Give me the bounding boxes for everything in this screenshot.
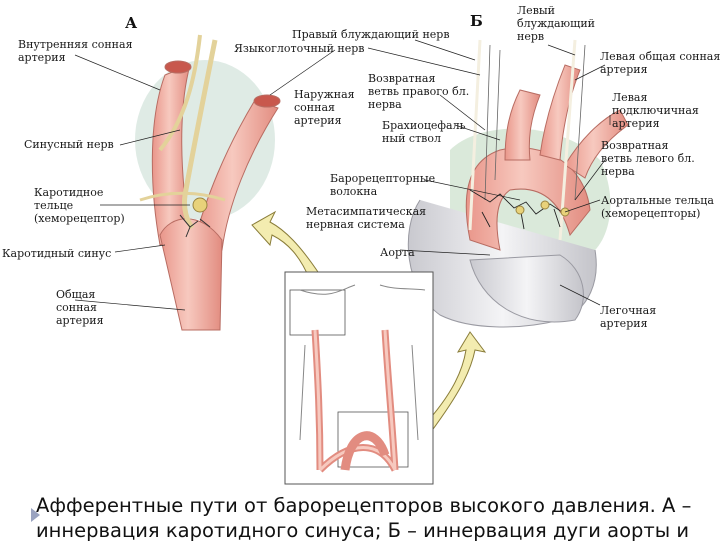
label-glossopharyngeal-nerve: Языкоглоточный нерв: [234, 42, 365, 55]
overview-diagram: [284, 271, 434, 485]
nerve-network-a: [179, 214, 211, 238]
label-right-vagus-nerve: Правый блуждающий нерв: [292, 28, 450, 41]
carotid-bifurcation: [159, 218, 223, 331]
aortic-nerve-plexus: [469, 189, 563, 230]
aortic-body-1: [515, 205, 525, 215]
overview-aorta: [340, 431, 390, 471]
label-external-carotid-artery: Наружная сонная артерия: [294, 88, 355, 127]
label-baroreceptor-fibers: Барорецепторные волокна: [330, 172, 436, 198]
figure-caption: Афферентные пути от барорецепторов высок…: [36, 493, 720, 543]
right-vagus-nerve: [468, 39, 482, 231]
leader-lines: [74, 39, 611, 311]
label-aorta: Аорта: [380, 246, 415, 259]
left-subclavian: [564, 109, 629, 179]
vagus-lines-b: [484, 44, 586, 201]
caption-bullet-icon: [31, 508, 40, 522]
label-recurrent-branch-left-vagus: Возвратная ветвь левого бл. нерва: [601, 139, 695, 178]
aortic-arch: [465, 147, 591, 251]
label-carotid-sinus: Каротидный синус: [2, 247, 112, 260]
label-brachiocephalic-trunk: Брахиоцефаль ный ствол: [382, 119, 466, 145]
caption-line-2: иннервация каротидного синуса; Б – иннер…: [36, 519, 690, 542]
label-left-subclavian-artery: Левая подключичная артерия: [612, 91, 699, 130]
label-aortic-bodies: Аортальные тельца (хеморецепторы): [601, 194, 714, 220]
panel-b-illustration: [407, 39, 629, 328]
pulmonary-artery: [469, 254, 584, 323]
label-internal-carotid-artery: Внутренняя сонная артерия: [18, 38, 133, 64]
panel-a-illustration: [135, 34, 281, 331]
label-common-carotid-artery: Общая сонная артерия: [56, 288, 104, 327]
overview-nerves: [299, 284, 426, 441]
carotid-body: [192, 197, 208, 213]
arrow-to-panel-a: [251, 210, 321, 281]
arrow-to-panel-b: [417, 331, 487, 441]
caption-line-1: Афферентные пути от барорецепторов высок…: [36, 494, 692, 517]
label-sinus-nerve: Синусный нерв: [24, 138, 114, 151]
overview-frame: [284, 271, 434, 485]
panel-a-letter: А: [125, 14, 138, 32]
label-metasympathetic-system: Метасимпатическая нервная система: [306, 205, 427, 231]
panel-b-letter: Б: [470, 12, 483, 30]
brachiocephalic-trunk: [504, 89, 541, 161]
label-left-vagus-nerve: Левый блуждающий нерв: [517, 4, 595, 43]
left-vagus-nerve: [558, 39, 577, 241]
carotid-sinus-nerve: [182, 39, 218, 230]
glossopharyngeal-nerve-a: [158, 34, 202, 152]
overview-arteries-inner: [313, 329, 397, 472]
internal-carotid-lumen: [164, 60, 192, 74]
label-pulmonary-artery: Легочная артерия: [600, 304, 657, 330]
nerve-branch-a: [139, 191, 226, 202]
label-carotid-body: Каротидное тельце (хеморецептор): [34, 186, 125, 225]
label-left-common-carotid: Левая общая сонная артерия: [600, 50, 720, 76]
aortic-body-2: [540, 200, 550, 210]
external-carotid-lumen: [253, 94, 281, 108]
label-recurrent-branch-right-vagus: Возвратная ветвь правого бл. нерва: [368, 72, 470, 111]
overview-zoom-box-b: [337, 411, 409, 468]
